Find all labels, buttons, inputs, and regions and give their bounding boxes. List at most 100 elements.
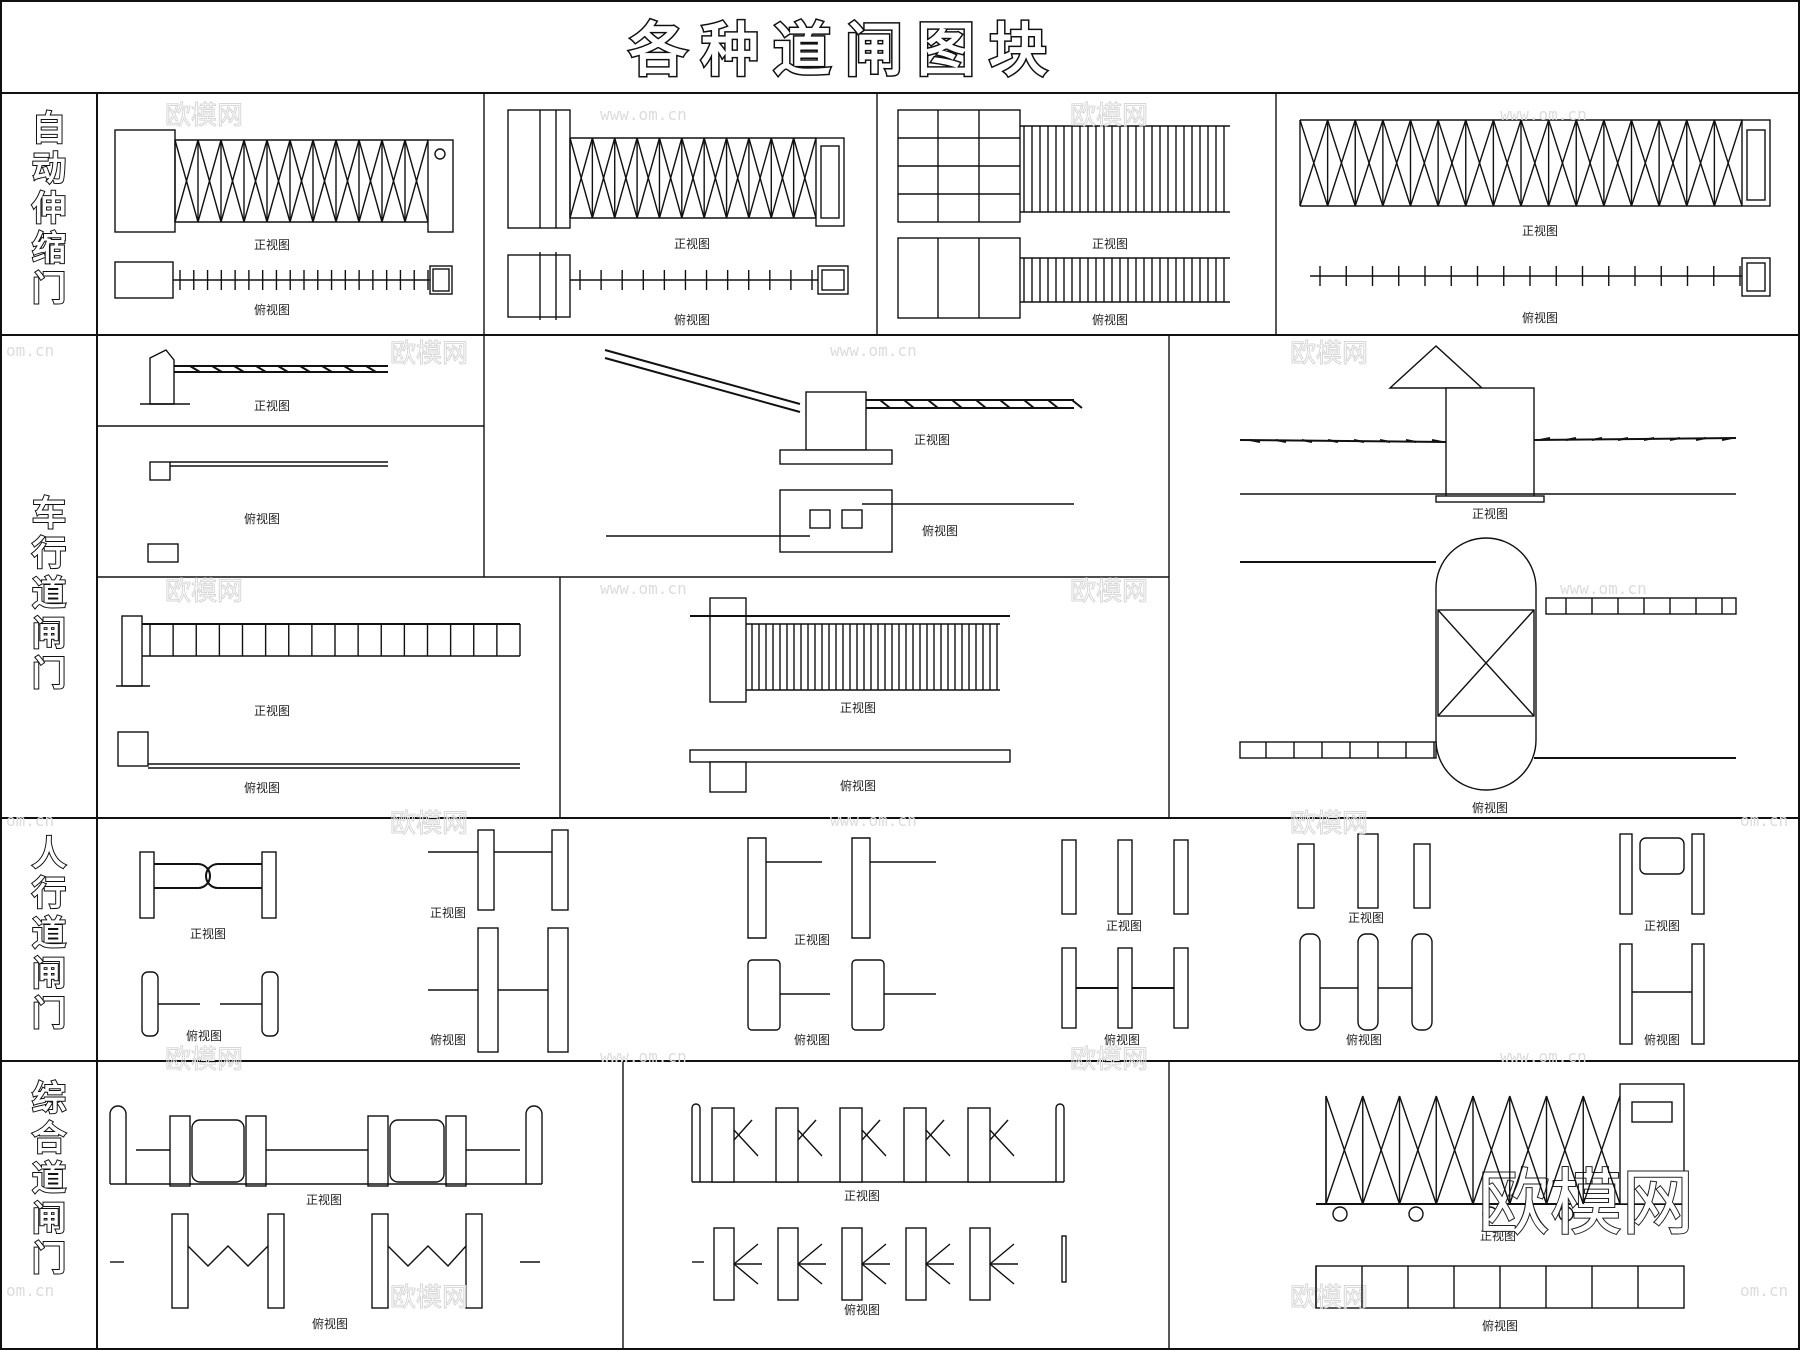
caption-top-r4b: 俯视图 — [844, 1302, 880, 1317]
posts-fence — [149, 624, 521, 656]
watermark-url-short: om.cn — [1740, 811, 1788, 830]
watermark-brand: 欧模网 — [165, 577, 243, 607]
watermark-url: www.om.cn — [1500, 1047, 1587, 1066]
boom-stripes — [189, 365, 1733, 758]
lattice-gate-4 — [1299, 119, 1743, 207]
caption-front-r1c3: 正视图 — [1092, 236, 1128, 251]
tripod-turnstile-b — [747, 837, 936, 1031]
posts-gate-2 — [579, 270, 813, 290]
watermark-brand: 欧模网 — [390, 339, 468, 369]
row-label-vehicle-barrier: 车行道闸门 — [32, 494, 66, 694]
caption-front-r4b: 正视图 — [844, 1188, 880, 1203]
caption-front-r1c1: 正视图 — [254, 237, 290, 252]
caption-top-r3d: 俯视图 — [1104, 1032, 1140, 1047]
caption-top-r2d: 俯视图 — [840, 778, 876, 793]
telescopic-gate-1 — [114, 129, 454, 299]
caption-front-r1c4: 正视图 — [1522, 223, 1558, 238]
caption-front-r2d: 正视图 — [840, 700, 876, 715]
watermark-url: www.om.cn — [830, 811, 917, 830]
lattice-gate-2 — [569, 137, 817, 219]
caption-front-r3f: 正视图 — [1644, 918, 1680, 933]
tripod-turnstile-a — [428, 829, 569, 1053]
telescopic-gate-2 — [507, 109, 849, 320]
watermark-url: www.om.cn — [600, 105, 687, 124]
watermark-brand: 欧模网 — [165, 101, 243, 131]
caption-top-r1c3: 俯视图 — [1092, 312, 1128, 327]
watermarks: 欧模网 欧模网 www.om.cn www.om.cn 欧模网 欧模网 www.… — [6, 101, 1788, 1314]
row-label-combined-barrier: 综合道闸门 — [32, 1079, 66, 1279]
swing-gate — [139, 851, 279, 1037]
caption-top-r2b: 俯视图 — [922, 523, 958, 538]
watermark-url: www.om.cn — [600, 1047, 687, 1066]
caption-top-r3e: 俯视图 — [1346, 1032, 1382, 1047]
telescopic-gate-3 — [897, 109, 1230, 319]
lattice-gate-1 — [174, 139, 429, 223]
wing-gate — [1297, 833, 1433, 1031]
caption-top-r3c: 俯视图 — [794, 1032, 830, 1047]
caption-top-r4a: 俯视图 — [312, 1316, 348, 1331]
caption-top-r1c1: 俯视图 — [254, 302, 290, 317]
caption-front-r3b: 正视图 — [430, 905, 466, 920]
row-label-auto-telescopic: 自动伸缩门 — [31, 109, 66, 309]
watermark-url-short: om.cn — [6, 1281, 54, 1300]
caption-front-r2b: 正视图 — [914, 432, 950, 447]
watermark-brand: 欧模网 — [1290, 809, 1368, 839]
caption-front-r2e: 正视图 — [1472, 506, 1508, 521]
pleats-combined-top — [1315, 1266, 1639, 1308]
watermark-brand-large: 欧模网 — [1478, 1161, 1694, 1245]
caption-top-r2e: 俯视图 — [1472, 800, 1508, 815]
watermark-url-short: om.cn — [6, 811, 54, 830]
caption-top-r1c2: 俯视图 — [674, 312, 710, 327]
caption-front-r1c2: 正视图 — [674, 236, 710, 251]
boom-barrier-front — [140, 349, 388, 405]
boom-barrier-top — [147, 461, 388, 563]
folding-boom-barrier — [604, 349, 1074, 553]
watermark-brand: 欧模网 — [1290, 339, 1368, 369]
grille-boom-barrier — [689, 597, 1011, 793]
watermark-url: www.om.cn — [830, 341, 917, 360]
posts-gate-4 — [1319, 266, 1741, 286]
caption-front-r3d: 正视图 — [1106, 918, 1142, 933]
watermark-brand: 欧模网 — [390, 809, 468, 839]
caption-top-r1c4: 俯视图 — [1522, 310, 1558, 325]
watermark-url-short: om.cn — [1740, 1281, 1788, 1300]
watermark-brand: 欧模网 — [165, 1045, 243, 1075]
watermark-url: www.om.cn — [1500, 105, 1587, 124]
caption-front-r2c: 正视图 — [254, 703, 290, 718]
tripod-array — [711, 1107, 1018, 1301]
watermark-url: www.om.cn — [600, 579, 687, 598]
watermark-url: www.om.cn — [1560, 579, 1647, 598]
flap-barrier-gate — [1061, 839, 1189, 1029]
watermark-url-short: om.cn — [6, 341, 54, 360]
guard-booth-with-barriers — [1239, 345, 1737, 791]
watermark-brand: 欧模网 — [1290, 1283, 1368, 1313]
caption-front-r2a: 正视图 — [254, 398, 290, 413]
watermark-brand: 欧模网 — [1070, 1045, 1148, 1075]
caption-top-r4c: 俯视图 — [1482, 1318, 1518, 1333]
combined-swing-gates — [109, 1105, 543, 1309]
caption-top-r3a: 俯视图 — [186, 1028, 222, 1043]
fence-boom-barrier — [116, 615, 520, 769]
caption-top-r2a: 俯视图 — [244, 511, 280, 526]
caption-front-r3a: 正视图 — [190, 926, 226, 941]
row-label-pedestrian-barrier: 人行道闸门 — [32, 834, 66, 1034]
caption-front-r3e: 正视图 — [1348, 910, 1384, 925]
caption-front-r3c: 正视图 — [794, 932, 830, 947]
combined-tripod-turnstiles — [691, 1103, 1067, 1283]
caption-top-r2c: 俯视图 — [244, 780, 280, 795]
telescopic-gate-4 — [1300, 119, 1771, 297]
page-title: 各种道闸图块 — [629, 16, 1061, 84]
pleats-gate-3 — [1023, 126, 1225, 302]
lattice-combined-gate — [1325, 1095, 1621, 1205]
caption-front-r4a: 正视图 — [306, 1192, 342, 1207]
posts-gate-1 — [179, 270, 429, 290]
caption-top-r3b: 俯视图 — [430, 1032, 466, 1047]
speed-gate — [1619, 833, 1705, 1045]
caption-front-r4c: 正视图 — [1480, 1228, 1516, 1243]
caption-top-r3f: 俯视图 — [1644, 1032, 1680, 1047]
watermark-brand: 欧模网 — [1070, 577, 1148, 607]
watermark-brand: 欧模网 — [390, 1283, 468, 1313]
